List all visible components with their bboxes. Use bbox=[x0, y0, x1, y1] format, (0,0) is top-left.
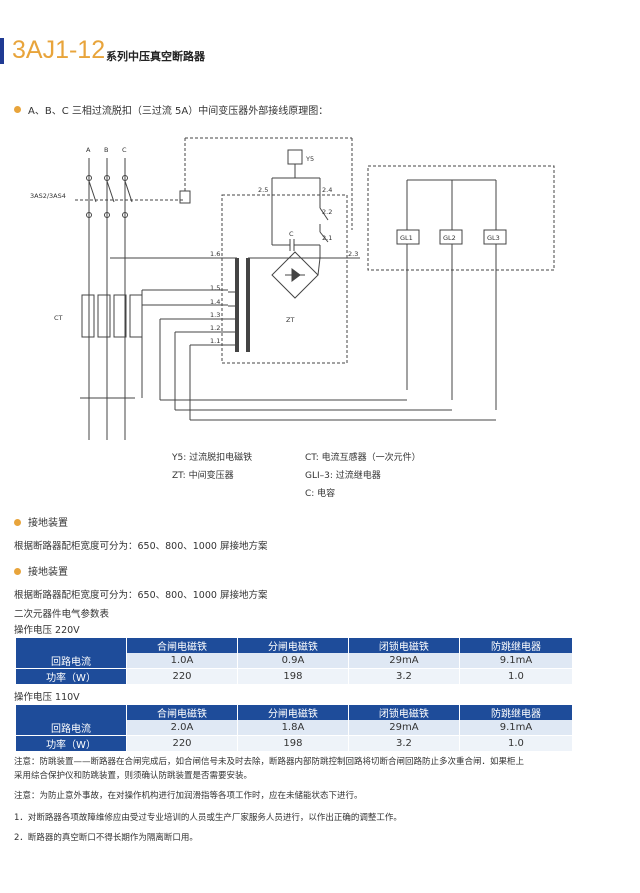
params-table-220: 合闸电磁铁 分闸电磁铁 闭锁电磁铁 防跳继电器 回路电流 1.0A 0.9A 2… bbox=[16, 638, 574, 685]
legend-c: C: 电容 bbox=[305, 489, 336, 499]
terminal-1-5: 1.5 bbox=[210, 284, 220, 292]
terminal-1-1: 1.1 bbox=[210, 337, 220, 345]
table-row: 功率（W） 220 198 3.2 1.0 bbox=[16, 668, 574, 685]
table-cell: 3.2 bbox=[348, 668, 460, 685]
note-safety: 注意：为防止意外事故，在对操作机构进行加润滑指等各项工作时，应在未储能状态下进行… bbox=[14, 791, 363, 801]
capacitor-label: C bbox=[289, 230, 294, 238]
table-cell: 29mA bbox=[348, 653, 460, 669]
relay-gl3: GL3 bbox=[487, 234, 500, 242]
table-row: 功率（W） 220 198 3.2 1.0 bbox=[16, 735, 574, 752]
terminal-2-2: 2.2 bbox=[322, 208, 332, 216]
table-corner bbox=[16, 705, 128, 720]
note-item-1: 1．对断路器各项故障维修应由受过专业培训的人员或生产厂家服务人员进行，以作出正确… bbox=[14, 813, 402, 823]
terminal-1-6: 1.6 bbox=[210, 250, 220, 258]
table-cell: 198 bbox=[237, 735, 349, 752]
phase-label-b: B bbox=[104, 146, 108, 154]
legend-y5: Y5: 过流脱扣电磁铁 bbox=[172, 453, 253, 463]
y5-label: Y5 bbox=[305, 155, 314, 163]
wiring-diagram: A B C 3AS2/3AS4 CT ZT Y5 C 2.5 2.4 2.2 2… bbox=[30, 137, 555, 440]
table-corner bbox=[16, 638, 128, 653]
col-header: 闭锁电磁铁 bbox=[348, 638, 460, 653]
terminal-1-4: 1.4 bbox=[210, 298, 220, 306]
note-item-2: 2．断路器的真空断口不得长期作为隔离断口用。 bbox=[14, 833, 198, 843]
note-anti-jump-line2: 采用综合保护仪和防跳装置，则须确认防跳装置是否需要安装。 bbox=[14, 771, 253, 781]
voltage-220-label: 操作电压 220V bbox=[14, 625, 80, 636]
terminal-2-4: 2.4 bbox=[322, 186, 332, 194]
col-header: 闭锁电磁铁 bbox=[348, 705, 460, 720]
row-label: 回路电流 bbox=[16, 720, 128, 736]
terminal-2-1: 2.1 bbox=[322, 234, 332, 242]
col-header: 防跳继电器 bbox=[459, 638, 574, 653]
row-label: 回路电流 bbox=[16, 653, 128, 669]
bullet-icon bbox=[14, 568, 21, 575]
ct-label: CT bbox=[54, 314, 63, 322]
col-header: 合闸电磁铁 bbox=[126, 638, 238, 653]
phase-label-a: A bbox=[86, 146, 91, 154]
table-cell: 3.2 bbox=[348, 735, 460, 752]
legend-gl: GLI–3: 过流继电器 bbox=[305, 471, 381, 481]
switch-label: 3AS2/3AS4 bbox=[30, 192, 66, 200]
params-table-110: 合闸电磁铁 分闸电磁铁 闭锁电磁铁 防跳继电器 回路电流 2.0A 1.8A 2… bbox=[16, 705, 574, 752]
bullet-icon bbox=[14, 106, 21, 113]
row-label: 功率（W） bbox=[16, 735, 128, 752]
table-cell: 1.0 bbox=[459, 735, 574, 752]
grounding-text-2: 根据断路器配柜宽度可分为：650、800、1000 屏接地方案 bbox=[14, 590, 268, 601]
relay-gl1: GL1 bbox=[400, 234, 413, 242]
table-cell: 29mA bbox=[348, 720, 460, 736]
zt-label: ZT bbox=[286, 316, 294, 324]
table-cell: 1.0 bbox=[459, 668, 574, 685]
table-row: 回路电流 2.0A 1.8A 29mA 9.1mA bbox=[16, 720, 574, 736]
col-header: 合闸电磁铁 bbox=[126, 705, 238, 720]
legend-zt: ZT: 中间变压器 bbox=[172, 471, 234, 481]
terminal-2-5: 2.5 bbox=[258, 186, 268, 194]
product-code: 3AJ1-12 bbox=[12, 36, 106, 64]
grounding-heading-2: 接地装置 bbox=[28, 567, 68, 578]
terminal-2-3: 2.3 bbox=[348, 250, 358, 258]
relay-gl2: GL2 bbox=[443, 234, 456, 242]
terminal-1-2: 1.2 bbox=[210, 324, 220, 332]
diagram-heading: A、B、C 三相过流脱扣（三过流 5A）中间变压器外部接线原理图： bbox=[28, 106, 329, 117]
table-cell: 220 bbox=[126, 668, 238, 685]
params-title: 二次元器件电气参数表 bbox=[14, 609, 110, 620]
col-header: 分闸电磁铁 bbox=[237, 638, 349, 653]
table-cell: 0.9A bbox=[237, 653, 349, 669]
table-cell: 9.1mA bbox=[459, 720, 574, 736]
table-cell: 1.8A bbox=[237, 720, 349, 736]
table-cell: 9.1mA bbox=[459, 653, 574, 669]
table-cell: 1.0A bbox=[126, 653, 238, 669]
page-title: 系列中压真空断路器 bbox=[106, 50, 205, 63]
terminal-1-3: 1.3 bbox=[210, 311, 220, 319]
col-header: 防跳继电器 bbox=[459, 705, 574, 720]
table-cell: 198 bbox=[237, 668, 349, 685]
grounding-heading-1: 接地装置 bbox=[28, 518, 68, 529]
bullet-icon bbox=[14, 519, 21, 526]
row-label: 功率（W） bbox=[16, 668, 128, 685]
voltage-110-label: 操作电压 110V bbox=[14, 692, 80, 703]
phase-label-c: C bbox=[122, 146, 127, 154]
table-cell: 220 bbox=[126, 735, 238, 752]
header-accent-bar bbox=[0, 38, 4, 64]
note-anti-jump-line1: 注意：防跳装置——断路器在合闸完成后，如合闸信号未及时去除，断路器内部防跳控制回… bbox=[14, 757, 525, 767]
col-header: 分闸电磁铁 bbox=[237, 705, 349, 720]
grounding-text-1: 根据断路器配柜宽度可分为：650、800、1000 屏接地方案 bbox=[14, 541, 268, 552]
table-row: 回路电流 1.0A 0.9A 29mA 9.1mA bbox=[16, 653, 574, 669]
legend-ct: CT: 电流互感器（一次元件） bbox=[305, 453, 421, 463]
table-cell: 2.0A bbox=[126, 720, 238, 736]
